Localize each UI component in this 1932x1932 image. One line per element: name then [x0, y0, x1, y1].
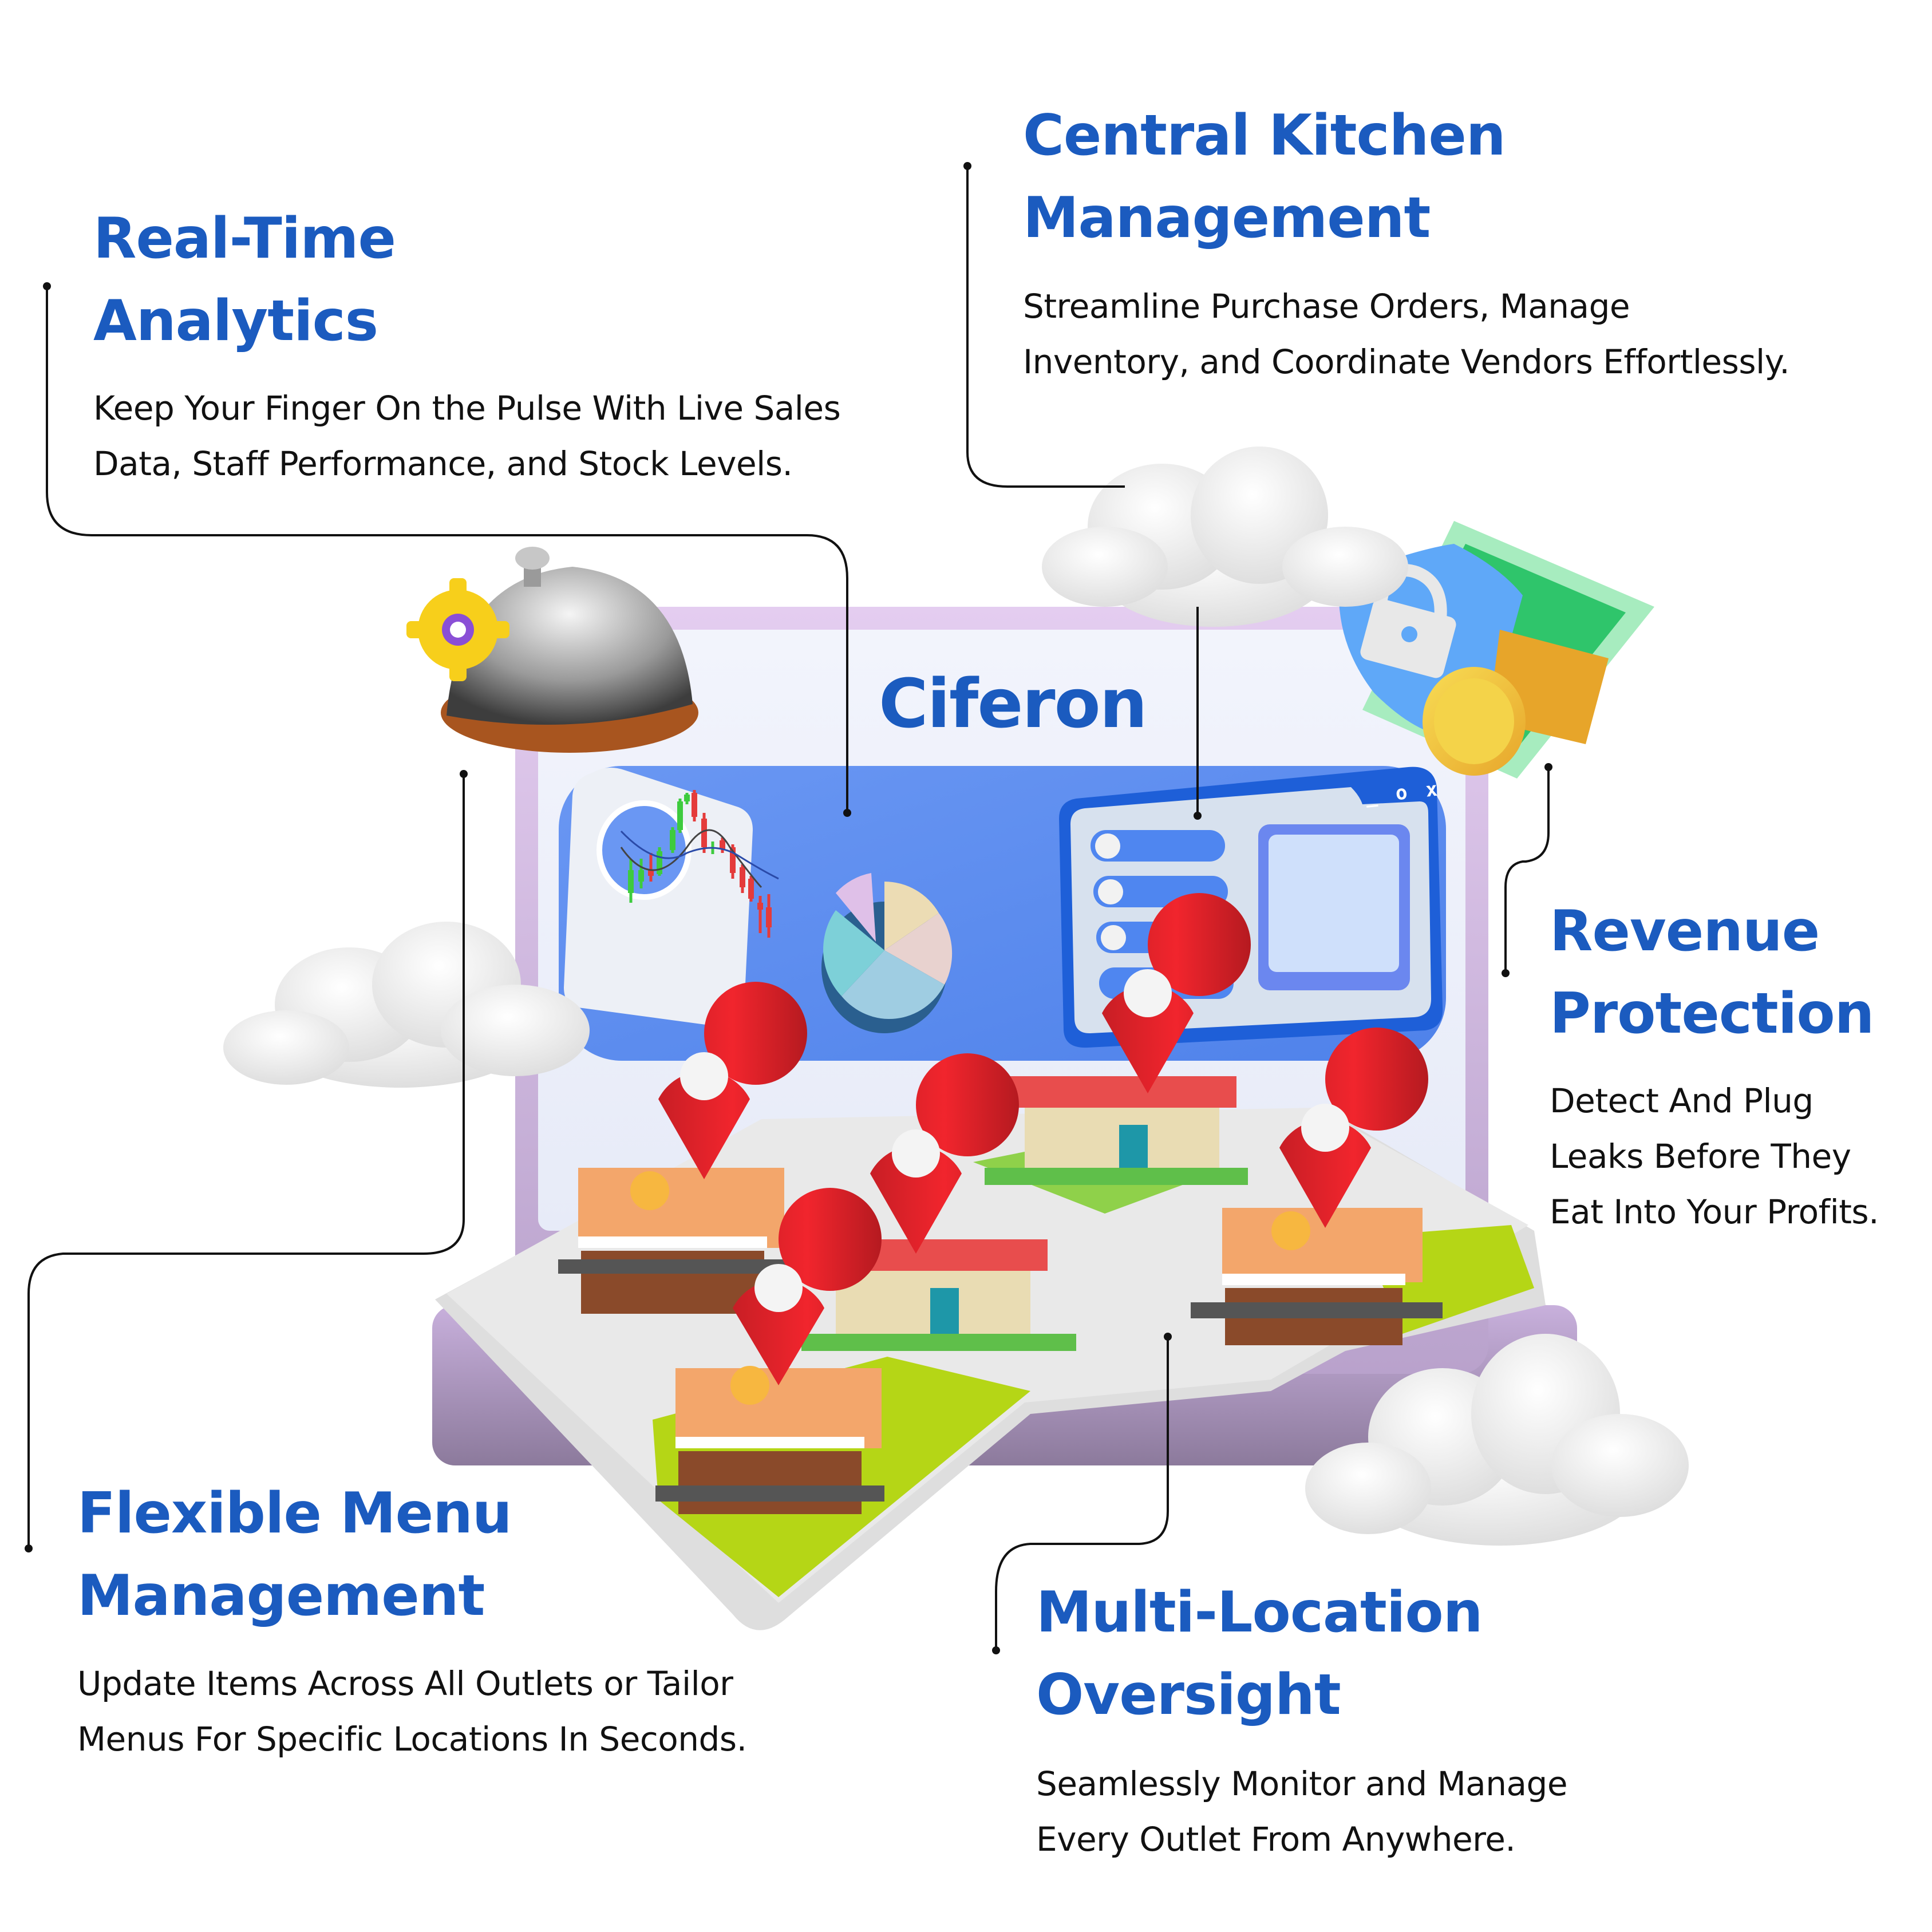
description-line: Detect And Plug: [1550, 1081, 1814, 1120]
restaurant-building: [1191, 1208, 1443, 1345]
description-line: Update Items Across All Outlets or Tailo…: [77, 1664, 733, 1703]
restaurant-building: [655, 1366, 884, 1514]
description-line: Streamline Purchase Orders, Manage: [1023, 287, 1630, 326]
cafe-building: [985, 1076, 1248, 1185]
description-line: Every Outlet From Anywhere.: [1036, 1820, 1516, 1859]
title-line: Real-Time: [93, 206, 396, 271]
location-pin-icon: [733, 1188, 882, 1385]
brand-logo: Ciferon: [879, 664, 1148, 743]
title-line: Revenue: [1550, 899, 1820, 964]
title-line: Management: [77, 1563, 485, 1629]
feature-title: Revenue Protection: [1550, 890, 1874, 1055]
location-pin-icon: [1279, 1028, 1429, 1228]
location-pin-icon: [658, 982, 807, 1179]
feature-description: Update Items Across All Outlets or Tailo…: [77, 1656, 747, 1767]
description-line: Leaks Before They: [1550, 1137, 1851, 1176]
location-pin-icon: [1102, 893, 1251, 1093]
title-line: Analytics: [93, 289, 378, 354]
profile-card: [564, 768, 753, 1028]
cloud-icon: [1042, 447, 1408, 627]
title-line: Flexible Menu: [77, 1481, 512, 1546]
feature-title: Central Kitchen Management: [1023, 94, 1506, 259]
coins-icon: [1423, 630, 1609, 776]
title-line: Management: [1023, 185, 1431, 251]
feature-title: Flexible Menu Management: [77, 1472, 512, 1637]
location-pin-icon: [870, 1053, 1020, 1254]
feature-title: Multi-Location Oversight: [1036, 1571, 1483, 1736]
title-line: Multi-Location: [1036, 1580, 1483, 1645]
feature-description: Keep Your Finger On the Pulse With Live …: [93, 381, 841, 492]
restaurant-building: [558, 1168, 787, 1314]
description-line: Eat Into Your Profits.: [1550, 1192, 1879, 1231]
cloud-icon: [1305, 1334, 1689, 1546]
description-line: Menus For Specific Locations In Seconds.: [77, 1720, 747, 1759]
title-line: Oversight: [1036, 1662, 1341, 1728]
title-line: Central Kitchen: [1023, 103, 1506, 168]
description-line: Seamlessly Monitor and Manage: [1036, 1764, 1568, 1803]
pie-chart: [821, 873, 953, 1033]
feature-description: Seamlessly Monitor and Manage Every Outl…: [1036, 1756, 1568, 1867]
dashboard-panel: [559, 766, 1446, 1061]
title-line: Protection: [1550, 981, 1874, 1046]
description-line: Inventory, and Coordinate Vendors Effort…: [1023, 342, 1790, 381]
feature-description: Detect And Plug Leaks Before They Eat In…: [1550, 1073, 1879, 1240]
feature-title: Real-Time Analytics: [93, 197, 396, 362]
feature-description: Streamline Purchase Orders, Manage Inven…: [1023, 279, 1790, 390]
description-line: Data, Staff Performance, and Stock Level…: [93, 444, 793, 483]
description-line: Keep Your Finger On the Pulse With Live …: [93, 389, 841, 428]
